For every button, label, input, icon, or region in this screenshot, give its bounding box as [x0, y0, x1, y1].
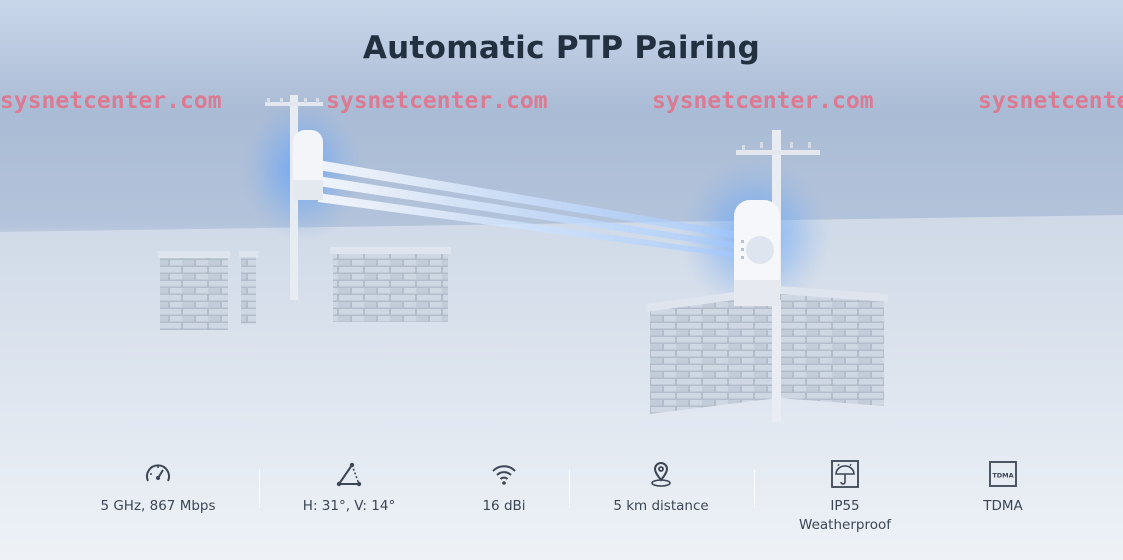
feature-tdma: TDMA TDMA: [923, 455, 1083, 516]
divider: [754, 470, 755, 508]
divider: [569, 470, 570, 508]
feature-weatherproof: IP55 Weatherproof: [765, 455, 925, 535]
feature-gain: 16 dBi: [424, 455, 584, 516]
feature-label: 5 GHz, 867 Mbps: [100, 498, 216, 514]
feature-label: IP55: [830, 498, 860, 514]
page-title: Automatic PTP Pairing: [362, 30, 761, 66]
feature-speed: 5 GHz, 867 Mbps: [78, 455, 238, 516]
right-radio-device: [734, 200, 780, 306]
feature-label: 16 dBi: [482, 498, 526, 514]
watermark: sysnetcenter.com: [652, 88, 874, 114]
feature-label: 5 km distance: [613, 498, 709, 514]
feature-label: TDMA: [983, 498, 1023, 514]
angle-icon: [336, 462, 362, 487]
feature-label: H: 31°, V: 14°: [302, 498, 396, 514]
left-pole: [265, 95, 323, 300]
feature-label-2: Weatherproof: [799, 517, 891, 533]
wall-middle: [330, 247, 451, 322]
feature-angle: H: 31°, V: 14°: [269, 455, 429, 516]
watermark: sysnetcente: [978, 88, 1123, 114]
watermark: sysnetcenter.com: [0, 88, 222, 114]
divider: [259, 470, 260, 508]
umbrella-icon: [831, 460, 859, 488]
signal-beams: [318, 160, 745, 259]
watermark: sysnetcenter.com: [326, 88, 548, 114]
wall-left: [158, 251, 258, 330]
speedometer-icon: [146, 464, 170, 482]
feature-distance: 5 km distance: [581, 455, 741, 516]
feature-bar: 5 GHz, 867 Mbps H: 31°, V: 14° 16 dBi: [0, 455, 1123, 555]
wifi-icon: [492, 465, 516, 485]
tdma-icon: TDMA: [989, 461, 1017, 487]
location-pin-icon: [651, 462, 671, 487]
tdma-badge: TDMA: [992, 472, 1013, 480]
